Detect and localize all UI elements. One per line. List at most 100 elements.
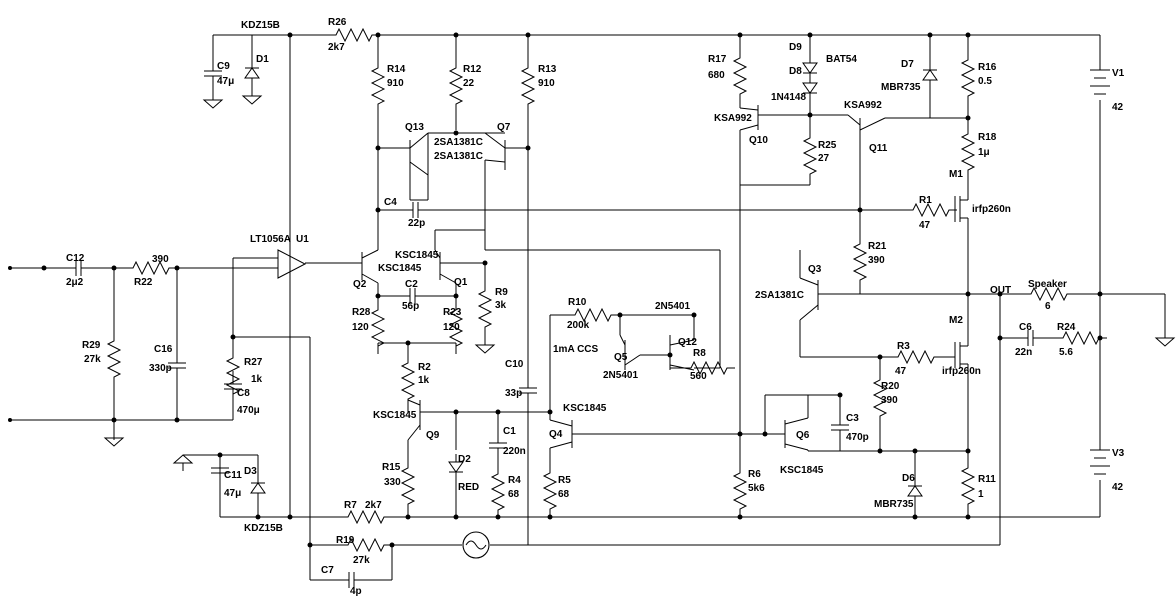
resistor-r2 (401, 354, 415, 408)
value-c16: 330p (149, 363, 172, 374)
label-q3: Q3 (808, 264, 822, 275)
ground-c11 (173, 454, 193, 472)
label-q7: Q7 (497, 122, 511, 133)
label-c11: C11 (224, 470, 242, 481)
label-r22: R22 (134, 277, 153, 288)
value-r11: 1 (978, 489, 984, 500)
diodes (244, 54, 938, 505)
label-1n4148: 1N4148 (771, 92, 806, 103)
label-r14: R14 (387, 64, 406, 75)
label-r7: R7 (344, 500, 357, 511)
value-c6: 22n (1015, 347, 1032, 358)
label-lt1056: LT1056A (250, 234, 291, 245)
diode-d7 (922, 61, 938, 89)
value-c2: 56p (402, 301, 419, 312)
resistor-r9 (478, 282, 492, 336)
value-r22: 390 (152, 254, 169, 265)
label-c12: C12 (66, 253, 85, 264)
label-c1: C1 (503, 426, 516, 437)
label-out: OUT (990, 285, 1011, 296)
label-r29: R29 (82, 340, 101, 351)
label-q5: Q5 (614, 352, 628, 363)
label-kdz-bot: KDZ15B (244, 523, 283, 534)
label-irfp-m2: irfp260n (942, 366, 981, 377)
label-q1: Q1 (454, 277, 468, 288)
value-r2: 1k (418, 375, 430, 386)
label-q12: Q12 (678, 337, 697, 348)
mosfet-m2 (954, 320, 969, 368)
value-r3: 47 (895, 366, 907, 377)
label-d1: D1 (256, 54, 269, 65)
value-r6: 5k6 (748, 483, 765, 494)
mosfet-m1 (954, 190, 969, 225)
ground-c9 (203, 91, 223, 109)
transistor-q11 (847, 114, 886, 140)
label-r20: R20 (881, 381, 900, 392)
ground-r9 (475, 336, 495, 354)
resistor-r18 (961, 125, 975, 179)
resistor-r24 (1054, 331, 1108, 345)
label-bat54: BAT54 (826, 54, 857, 65)
label-irfp-m1: irfp260n (972, 204, 1011, 215)
value-c11: 47μ (224, 488, 241, 499)
label-kdz-top: KDZ15B (241, 20, 280, 31)
label-r12: R12 (463, 64, 482, 75)
value-r25: 27 (818, 153, 830, 164)
resistor-r13 (521, 59, 535, 113)
value-r29: 27k (84, 354, 101, 365)
resistor-r28 (371, 301, 385, 355)
label-c3: C3 (846, 413, 859, 424)
value-speaker: 6 (1045, 301, 1051, 312)
value-c10: 33p (505, 388, 522, 399)
label-d9: D9 (789, 42, 802, 53)
transistor-q4 (549, 419, 573, 449)
label-d6: D6 (902, 473, 915, 484)
label-c8: C8 (237, 388, 250, 399)
ground-d1 (242, 87, 262, 105)
junctions (8, 32, 1103, 548)
label-q13: Q13 (405, 122, 424, 133)
resistor-r7 (339, 510, 393, 524)
value-r15: 330 (384, 477, 401, 488)
value-r18: 1μ (978, 147, 990, 158)
label-r11: R11 (978, 474, 996, 485)
resistor-r17 (733, 49, 747, 103)
resistor-r11 (961, 459, 975, 513)
value-r14: 910 (387, 78, 404, 89)
capacitor-c4 (399, 201, 432, 219)
transistor-q9 (407, 399, 430, 441)
label-c2: C2 (405, 279, 418, 290)
label-r10: R10 (568, 297, 587, 308)
resistor-r29 (107, 332, 121, 386)
transistor-q1 (434, 249, 457, 284)
label-c16: C16 (154, 344, 173, 355)
label-r2: R2 (418, 362, 431, 373)
label-ksa992-q10: KSA992 (714, 113, 752, 124)
label-r1: R1 (919, 195, 932, 206)
wires (10, 34, 1166, 581)
label-c4: C4 (384, 197, 397, 208)
label-r23: R23 (443, 307, 462, 318)
value-v1: 42 (1112, 102, 1124, 113)
value-r24: 5.6 (1059, 347, 1073, 358)
resistor-r6 (733, 464, 747, 518)
transistor-q5 (619, 334, 641, 370)
value-r21: 390 (868, 255, 885, 266)
value-r23: 120 (443, 322, 460, 333)
label-ksc-q2: KSC1845 (378, 263, 422, 274)
label-r3: R3 (897, 341, 910, 352)
label-mbr-top: MBR735 (881, 82, 921, 93)
label-sa1381-q7: 2SA1381C (434, 151, 483, 162)
label-u1: U1 (296, 234, 309, 245)
value-r20: 390 (881, 395, 898, 406)
label-ksc-q1: KSC1845 (395, 250, 439, 261)
value-c4: 22p (408, 218, 425, 229)
label-speaker: Speaker (1028, 279, 1067, 290)
label-r8: R8 (693, 348, 706, 359)
label-sa1381-q3: 2SA1381C (755, 290, 804, 301)
label-r6: R6 (748, 469, 761, 480)
transistor-q3 (799, 277, 830, 321)
label-v1: V1 (1112, 68, 1125, 79)
label-ksc-q9: KSC1845 (373, 410, 417, 421)
